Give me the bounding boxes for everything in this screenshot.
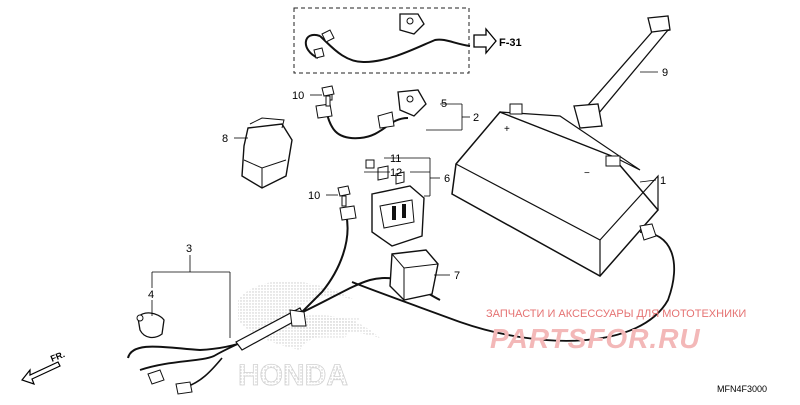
callout-3: 3 <box>186 243 192 255</box>
callout-7: 7 <box>454 270 460 282</box>
battery: + − <box>451 103 659 277</box>
battery-strap <box>573 15 671 129</box>
callout-11: 11 <box>390 153 401 165</box>
inset-box <box>293 7 471 74</box>
diagram-code: MFN4F3000 <box>717 384 767 394</box>
ref-arrow: F-31 <box>473 27 522 55</box>
fuse-box <box>365 159 425 247</box>
front-direction-arrow: FR. <box>20 349 66 385</box>
callout-4: 4 <box>148 289 154 301</box>
leader-lines <box>151 71 658 338</box>
wire-harness <box>127 213 441 395</box>
ref-figure-label: F-31 <box>499 37 522 49</box>
callout-9: 9 <box>662 67 668 79</box>
callout-5: 5 <box>441 98 447 110</box>
watermark-brand: PARTSFOR.RU <box>490 323 701 354</box>
callout-10-lower: 10 <box>308 190 320 202</box>
starter-relay <box>241 117 293 189</box>
callout-1: 1 <box>660 175 666 187</box>
callout-8: 8 <box>222 133 228 145</box>
callout-10-upper: 10 <box>292 90 304 102</box>
terminal-cap <box>136 312 165 339</box>
fuse-box-cover <box>389 249 439 301</box>
callout-2: 2 <box>473 112 479 124</box>
bolt-lower <box>337 185 357 221</box>
bolt-upper <box>321 85 335 107</box>
battery-cable <box>351 231 676 342</box>
svg-text:+: + <box>504 124 510 135</box>
watermark-tagline: ЗАПЧАСТИ И АКСЕССУАРЫ ДЛЯ МОТОТЕХНИКИ <box>486 308 746 320</box>
honda-logo-text: HONDA <box>238 359 348 392</box>
front-label: FR. <box>49 349 66 364</box>
cable-terminal <box>639 223 657 241</box>
callout-12: 12 <box>390 167 402 179</box>
battery-cable-short <box>315 89 427 140</box>
svg-text:−: − <box>584 168 590 179</box>
callout-6: 6 <box>444 173 450 185</box>
